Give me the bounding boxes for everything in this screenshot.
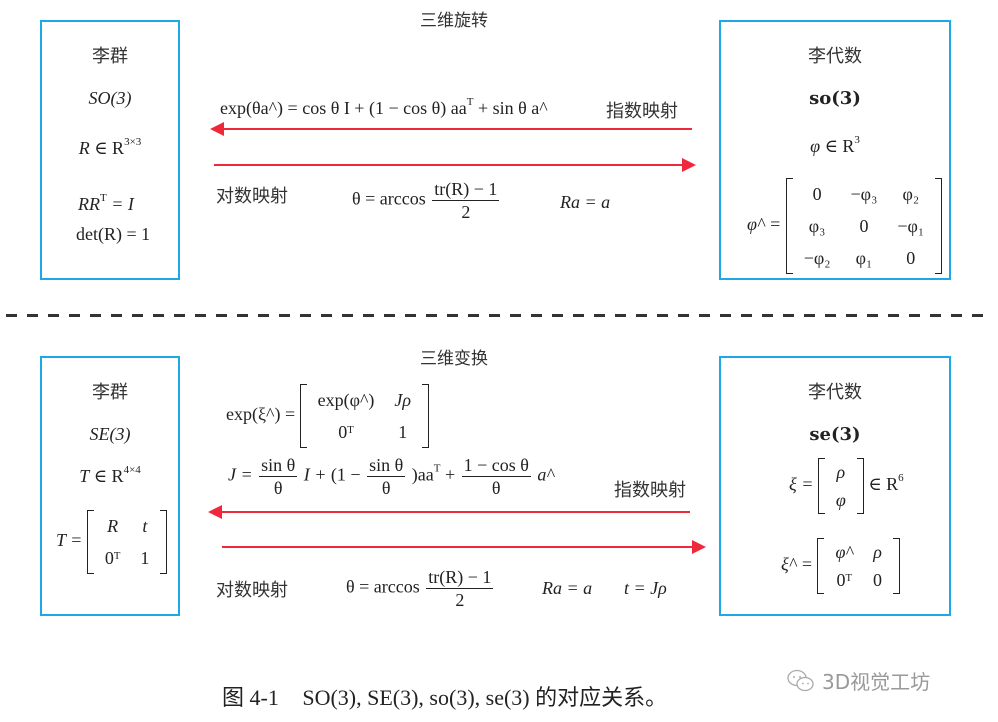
se3-algebra-label: se(3) bbox=[809, 424, 861, 445]
figure-caption-text: SO(3), SE(3), so(3), se(3) 的对应关系。 bbox=[302, 685, 668, 710]
so3-lie-group-box: 李群 SO(3) R ∈ R3×3 RRT = I det(R) = 1 bbox=[40, 20, 180, 280]
translation-eq: t = Jρ bbox=[624, 578, 667, 598]
exp-map-label: 指数映射 bbox=[606, 101, 678, 122]
rotation-axis-eq: Ra = a bbox=[560, 192, 611, 212]
watermark: 3D视觉工坊 bbox=[786, 666, 930, 695]
wechat-icon bbox=[787, 669, 814, 691]
exp-map-arrow bbox=[208, 505, 690, 519]
exp-map-arrow bbox=[210, 122, 692, 136]
exp-map-label: 指数映射 bbox=[614, 480, 686, 501]
rotation-membership: R ∈ R3×3 bbox=[78, 136, 142, 158]
lie-group-heading: 李群 bbox=[92, 46, 128, 67]
figure-caption: 图 4-1 SO(3), SE(3), so(3), se(3) 的对应关系。 bbox=[222, 680, 667, 712]
determinant-constraint: det(R) = 1 bbox=[76, 224, 151, 244]
log-map-label: 对数映射 bbox=[216, 580, 288, 601]
rotation-axis-eq: Ra = a bbox=[542, 578, 593, 598]
log-map-label: 对数映射 bbox=[216, 186, 288, 207]
lie-algebra-heading: 李代数 bbox=[808, 382, 862, 403]
log-map-arrow bbox=[222, 540, 706, 554]
section-divider bbox=[6, 314, 986, 317]
so3-exp-formula: exp(θa^) = cos θ I + (1 − cos θ) aaT + s… bbox=[220, 96, 548, 118]
transform-membership: T ∈ R4×4 bbox=[79, 464, 141, 486]
lie-algebra-heading: 李代数 bbox=[808, 46, 862, 67]
so3-algebra-label: so(3) bbox=[809, 88, 861, 109]
phi-membership: φ ∈ R3 bbox=[810, 134, 860, 156]
xi-vector: ξ = ρ φ ∈ R6 bbox=[789, 458, 904, 514]
transform-title: 三维变换 bbox=[420, 349, 488, 369]
figure-number: 图 4-1 bbox=[222, 685, 279, 710]
lie-group-heading: 李群 bbox=[92, 382, 128, 403]
se3-label: SE(3) bbox=[89, 424, 131, 444]
so3-label: SO(3) bbox=[88, 88, 132, 108]
orthogonality-constraint: RRT = I bbox=[78, 192, 134, 214]
rotation-title: 三维旋转 bbox=[420, 11, 488, 31]
log-map-arrow bbox=[214, 158, 696, 172]
watermark-text: 3D视觉工坊 bbox=[822, 670, 931, 694]
